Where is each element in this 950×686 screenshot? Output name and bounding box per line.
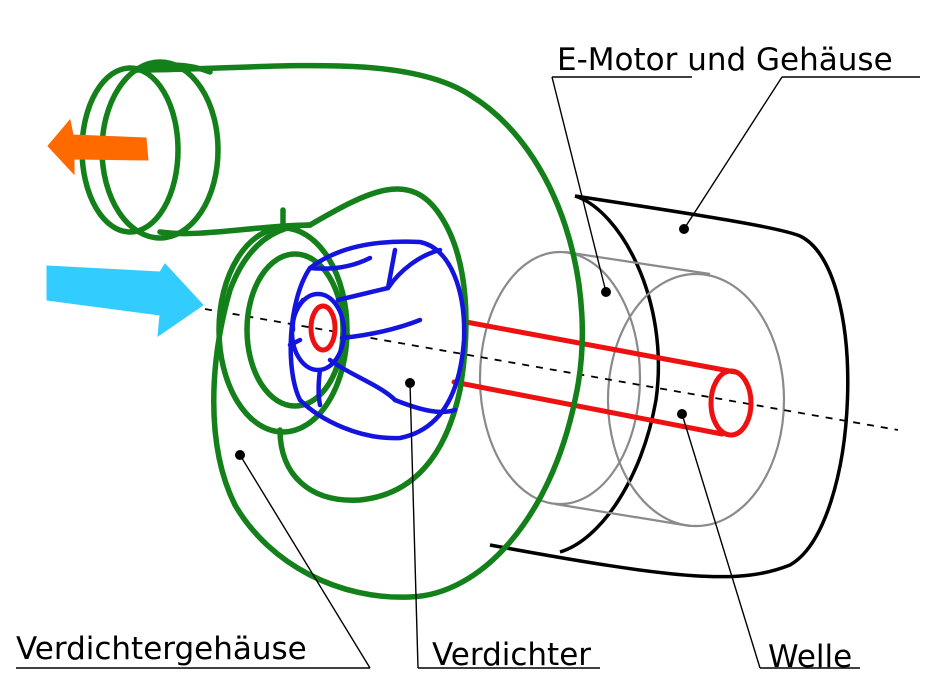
pointer-dot-housing (235, 450, 245, 460)
axis-line (204, 308, 899, 431)
pointer-dot-shaft (677, 409, 687, 419)
e-motor (478, 250, 786, 528)
motor-housing (489, 194, 850, 579)
leader-lines (16, 76, 920, 669)
shaft (451, 319, 754, 438)
pointer-dot-motor (601, 287, 611, 297)
label-compressor: Verdichter (432, 637, 591, 673)
label-shaft: Welle (768, 639, 852, 675)
compressor-impeller (287, 239, 467, 441)
pointer-dot-motor-housing (679, 224, 689, 234)
shaft-hub (308, 303, 338, 353)
label-motor: E-Motor und Gehäuse (557, 42, 893, 78)
pointer-dot-compressor (405, 378, 415, 388)
inlet-arrow (46, 263, 204, 338)
label-housing: Verdichtergehäuse (16, 631, 307, 667)
outlet-arrow (47, 118, 149, 176)
